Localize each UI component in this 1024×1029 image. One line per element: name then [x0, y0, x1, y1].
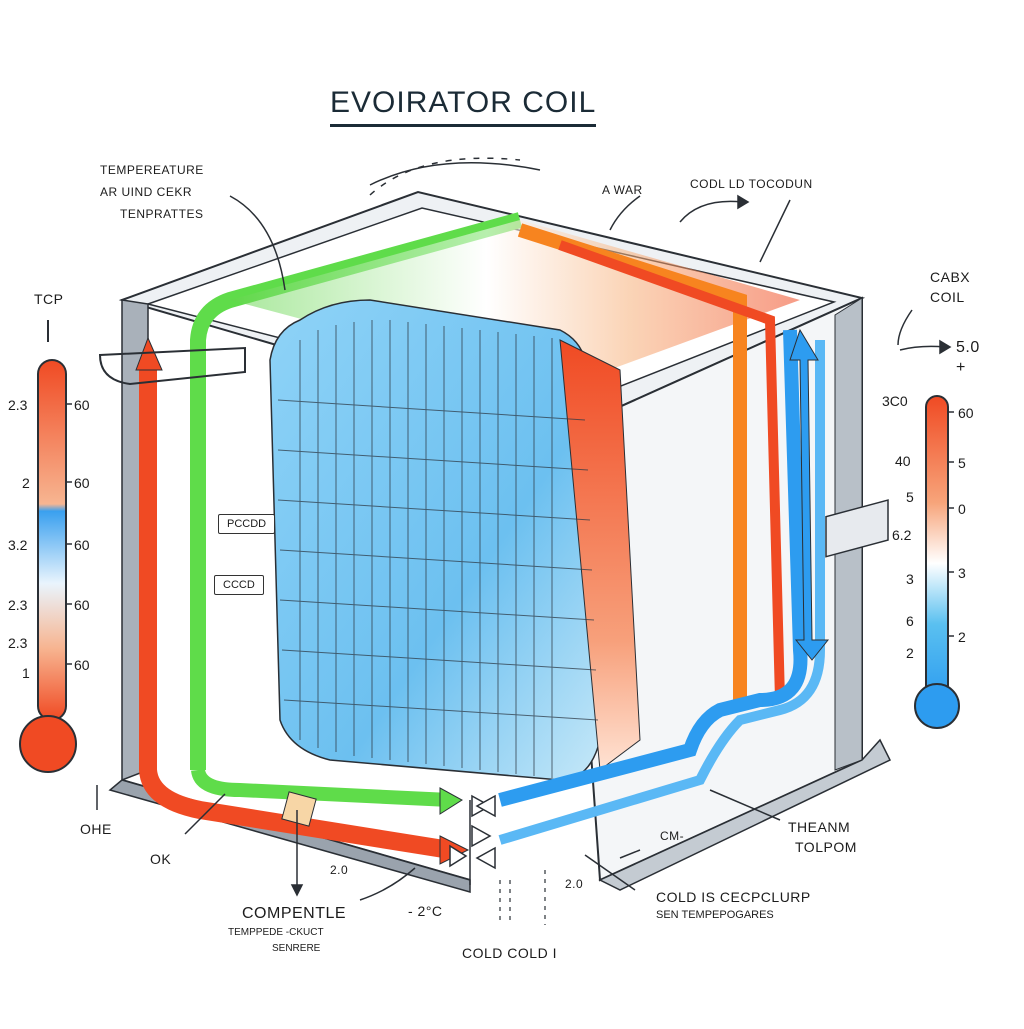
right-scale-outer-2: 6.2: [892, 527, 912, 543]
flow-arrows: [449, 794, 496, 870]
label-cabx: CABX: [930, 269, 971, 285]
red-hot-loop: [139, 360, 452, 859]
callout-tag-1: PCCDD: [218, 514, 276, 534]
left-scale-outer-0: 2.3: [8, 397, 28, 413]
evaporator-coil: [269, 299, 641, 781]
dashed-guides: [499, 870, 546, 925]
blue-return-line: [498, 329, 808, 807]
label-compentle: COMPENTLE: [242, 905, 347, 922]
diagram-title: EVOIRATOR COIL: [330, 86, 597, 127]
left-thermometer: [19, 320, 77, 773]
left-scale-outer-1: 2: [22, 475, 30, 491]
top-air-band: [230, 220, 800, 388]
label-cold-is-1: COLD IS CECPCLURP: [656, 889, 811, 905]
left-scale-inner-2: 60: [74, 537, 90, 553]
left-scale-inner-0: 60: [74, 397, 90, 413]
label-cold-cold: COLD COLD I: [462, 945, 557, 961]
callout-tag-2: CCCD: [214, 575, 264, 595]
leader-lines: [96, 161, 952, 901]
right-scale-inner-3: 3: [958, 565, 966, 581]
label-five: 5.0: [956, 339, 980, 356]
label-ok: OK: [150, 851, 172, 867]
label-temp-small: TEMPPEDE -CKUCT: [228, 927, 324, 938]
label-temperature-1: TEMPEREATURE: [100, 163, 204, 177]
right-scale-inner-2: 0: [958, 501, 966, 517]
green-coolant-line: [190, 212, 523, 770]
label-cold-to: CODL LD TOCODUN: [690, 177, 813, 191]
right-scale-outer-1: 5: [906, 489, 914, 505]
label-sensor: SENRERE: [272, 943, 321, 954]
green-return-line: [191, 768, 451, 807]
label-temperature-3: TENPRATTES: [120, 207, 204, 221]
left-scale-inner-3: 60: [74, 597, 90, 613]
right-scale-outer-3: 3: [906, 571, 914, 587]
left-scale-outer-3: 2.3: [8, 597, 28, 613]
label-tcp: TCP: [34, 291, 64, 307]
left-scale-inner-1: 60: [74, 475, 90, 491]
left-scale-outer-2: 3.2: [8, 537, 28, 553]
red-line: [558, 240, 785, 701]
left-scale-outer-5: 1: [22, 665, 30, 681]
label-plus: +: [956, 359, 966, 376]
right-scale-inner-4: 2: [958, 629, 966, 645]
right-thermometer: [914, 395, 960, 729]
left-scale-outer-4: 2.3: [8, 635, 28, 651]
label-temperature-2: AR UIND CEKR: [100, 185, 193, 199]
label-cold-is-2: SEN TEMPEPOGARES: [656, 909, 774, 921]
left-scale-inner-4: 60: [74, 657, 90, 673]
label-tolpom: TOLPOM: [795, 839, 857, 855]
label-two-right: 2.0: [565, 877, 584, 891]
right-scale-outer-4: 6: [906, 613, 914, 629]
label-theanm: THEANM: [788, 819, 851, 835]
label-minus-two: - 2°C: [408, 903, 443, 919]
right-scale-outer-0: 40: [895, 453, 911, 469]
right-scale-outer-5: 2: [906, 645, 914, 661]
blue-supply-line: [498, 340, 825, 845]
label-cm: CM-: [660, 829, 685, 843]
label-coil-right: COIL: [930, 289, 965, 305]
right-scale-top: 3C0: [882, 393, 908, 409]
label-ohe: OHE: [80, 821, 112, 837]
label-a-war: A WAR: [602, 183, 643, 197]
label-two-left: 2.0: [330, 863, 349, 877]
right-scale-inner-0: 60: [958, 405, 974, 421]
right-scale-inner-1: 5: [958, 455, 966, 471]
